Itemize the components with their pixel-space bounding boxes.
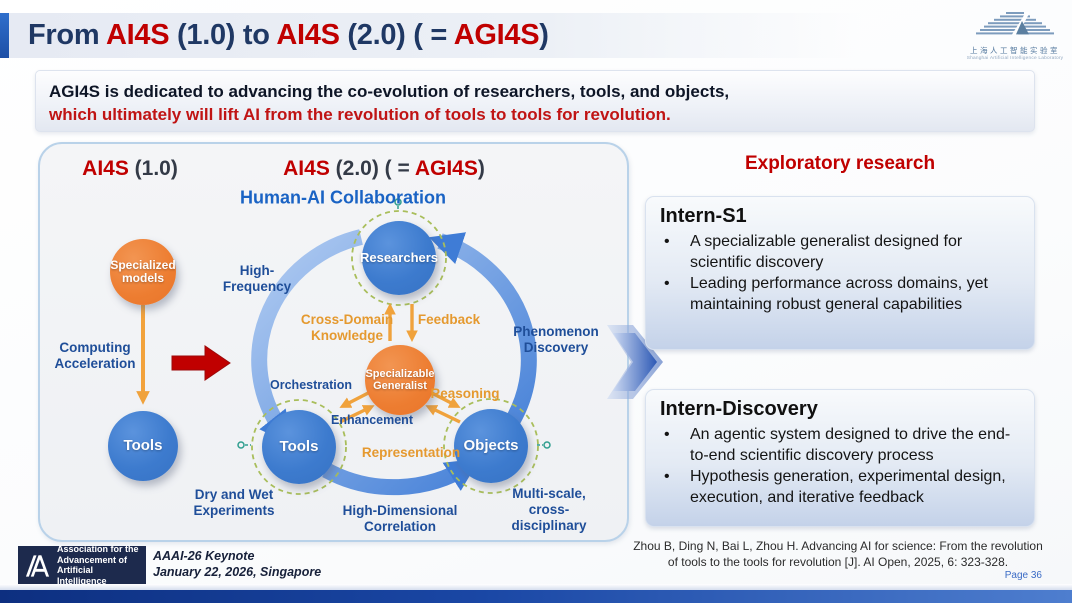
bullet-icon: • [664,426,670,443]
aaai-a-icon [25,555,50,577]
citation-text: Zhou B, Ding N, Bai L, Zhou H. Advancing… [633,539,1043,569]
title-segment: AI4S [276,19,340,51]
aaai-logo-text: Association for the Advancement of Artif… [57,544,142,586]
ai4s2-red2: AGI4S [414,157,478,180]
bullet-text: A specializable generalist designed for … [690,233,963,271]
list-item: • A specializable generalist designed for… [660,231,1022,273]
mountain-stripes-icon [976,12,1054,35]
label-high-dimensional-correlation: High-Dimensional Correlation [342,503,458,534]
ai4s2-end: ) [477,157,485,180]
panel-to-results-arrow-icon [607,325,663,399]
node-tools-1: Tools [108,411,178,481]
label-orchestration: Orchestration [270,378,352,392]
label-dry-and-wet-experiments: Dry and Wet Experiments [193,487,275,518]
list-item: • Leading performance across domains, yet… [660,273,1022,315]
title-segment: (2.0) ( = [339,19,454,51]
keynote-title: AAAI-26 Keynote [153,549,255,563]
ai4s2-red1: AI4S [283,157,330,180]
shanghai-ai-lab-logo: 上海人工智能实验室 Shanghai Artificial Intelligen… [963,12,1067,64]
title-segment: From [28,19,106,51]
banner-line-1: AGI4S is dedicated to advancing the co-e… [49,82,730,101]
label-multi-scale-cross-disciplinary: Multi-scale, cross- disciplinary [511,486,587,533]
intern-s1-card: Intern-S1 • A specializable generalist de… [645,196,1035,350]
aaai-line: Artificial Intelligence [56,565,107,586]
banner-line-2: which ultimately will lift AI from the r… [49,105,671,124]
keynote-date-location: January 22, 2026, Singapore [153,565,322,579]
ai4s1-rest: (1.0) [128,157,178,180]
bullet-text: Hypothesis generation, experimental desi… [690,468,1006,506]
human-ai-collaboration-label: Human-AI Collaboration [240,187,446,208]
intern-discovery-card: Intern-Discovery • An agentic system desi… [645,389,1035,527]
list-item: • Hypothesis generation, experimental des… [660,466,1022,508]
footer-blue-bar [0,590,1072,603]
node-objects: Objects [454,409,528,483]
red-transition-arrow [171,345,231,381]
exploratory-research-heading: Exploratory research [744,153,936,174]
label-cross-domain-knowledge: Cross-Domain Knowledge [300,312,394,343]
title-segment: AGI4S [453,19,540,51]
label-phenomenon-discovery: Phenomenon Discovery [513,324,599,355]
label-reasoning: Reasoning [430,386,500,401]
label-representation: Representation [361,445,461,460]
title-segment: ) [539,19,549,51]
bullet-text: Leading performance across domains, yet … [690,275,988,313]
label-feedback: Feedback [417,312,481,327]
node-specializable-generalist: Specializable Generalist [365,345,435,415]
aaai-line: Advancement of [56,554,127,565]
label-enhancement: Enhancement [331,413,413,427]
bullet-icon: • [664,275,670,292]
label-computing-acceleration: Computing Acceleration [54,340,136,371]
page-number: Page 36 [1004,570,1042,581]
title-accent-bar [0,13,9,58]
ai4s1-heading: AI4S (1.0) [82,157,178,181]
node-researchers: Researchers [360,221,438,295]
ai4s2-mid: (2.0) ( = [329,157,415,180]
bullet-text: An agentic system designed to drive the … [690,426,1011,464]
key-message-banner: AGI4S is dedicated to advancing the co-e… [35,70,1035,132]
intern-discovery-title: Intern-Discovery [660,398,818,420]
node-tools-2: Tools [262,410,336,484]
node-specialized-models: Specialized models [110,239,176,305]
keynote-info: AAAI-26 Keynote January 22, 2026, Singap… [153,548,321,580]
footer-light-strip [0,584,1072,590]
intern-s1-title: Intern-S1 [660,205,747,227]
aaai-logo: Association for the Advancement of Artif… [18,544,146,586]
teal-markers [237,198,551,449]
diagram-panel: AI4S (1.0) AI4S (2.0) ( = AGI4S) Human-A… [38,142,629,542]
bullet-icon: • [664,468,670,485]
ai4s1-red: AI4S [82,157,129,180]
aaai-line: Association for the [56,544,139,554]
org-name-english: Shanghai Artificial Intelligence Laborat… [966,56,1064,61]
dashed-halos [251,210,539,495]
title-segment: AI4S [105,19,170,51]
ai4s2-heading: AI4S (2.0) ( = AGI4S) [283,157,485,181]
label-high-frequency: High- Frequency [222,263,292,294]
title-segment: (1.0) to [169,19,277,51]
list-item: • An agentic system designed to drive the… [660,424,1022,466]
bullet-icon: • [664,233,670,250]
org-name-chinese: 上海人工智能实验室 [970,46,1060,55]
page-title: From AI4S (1.0) to AI4S (2.0) ( = AGI4S) [9,13,978,58]
